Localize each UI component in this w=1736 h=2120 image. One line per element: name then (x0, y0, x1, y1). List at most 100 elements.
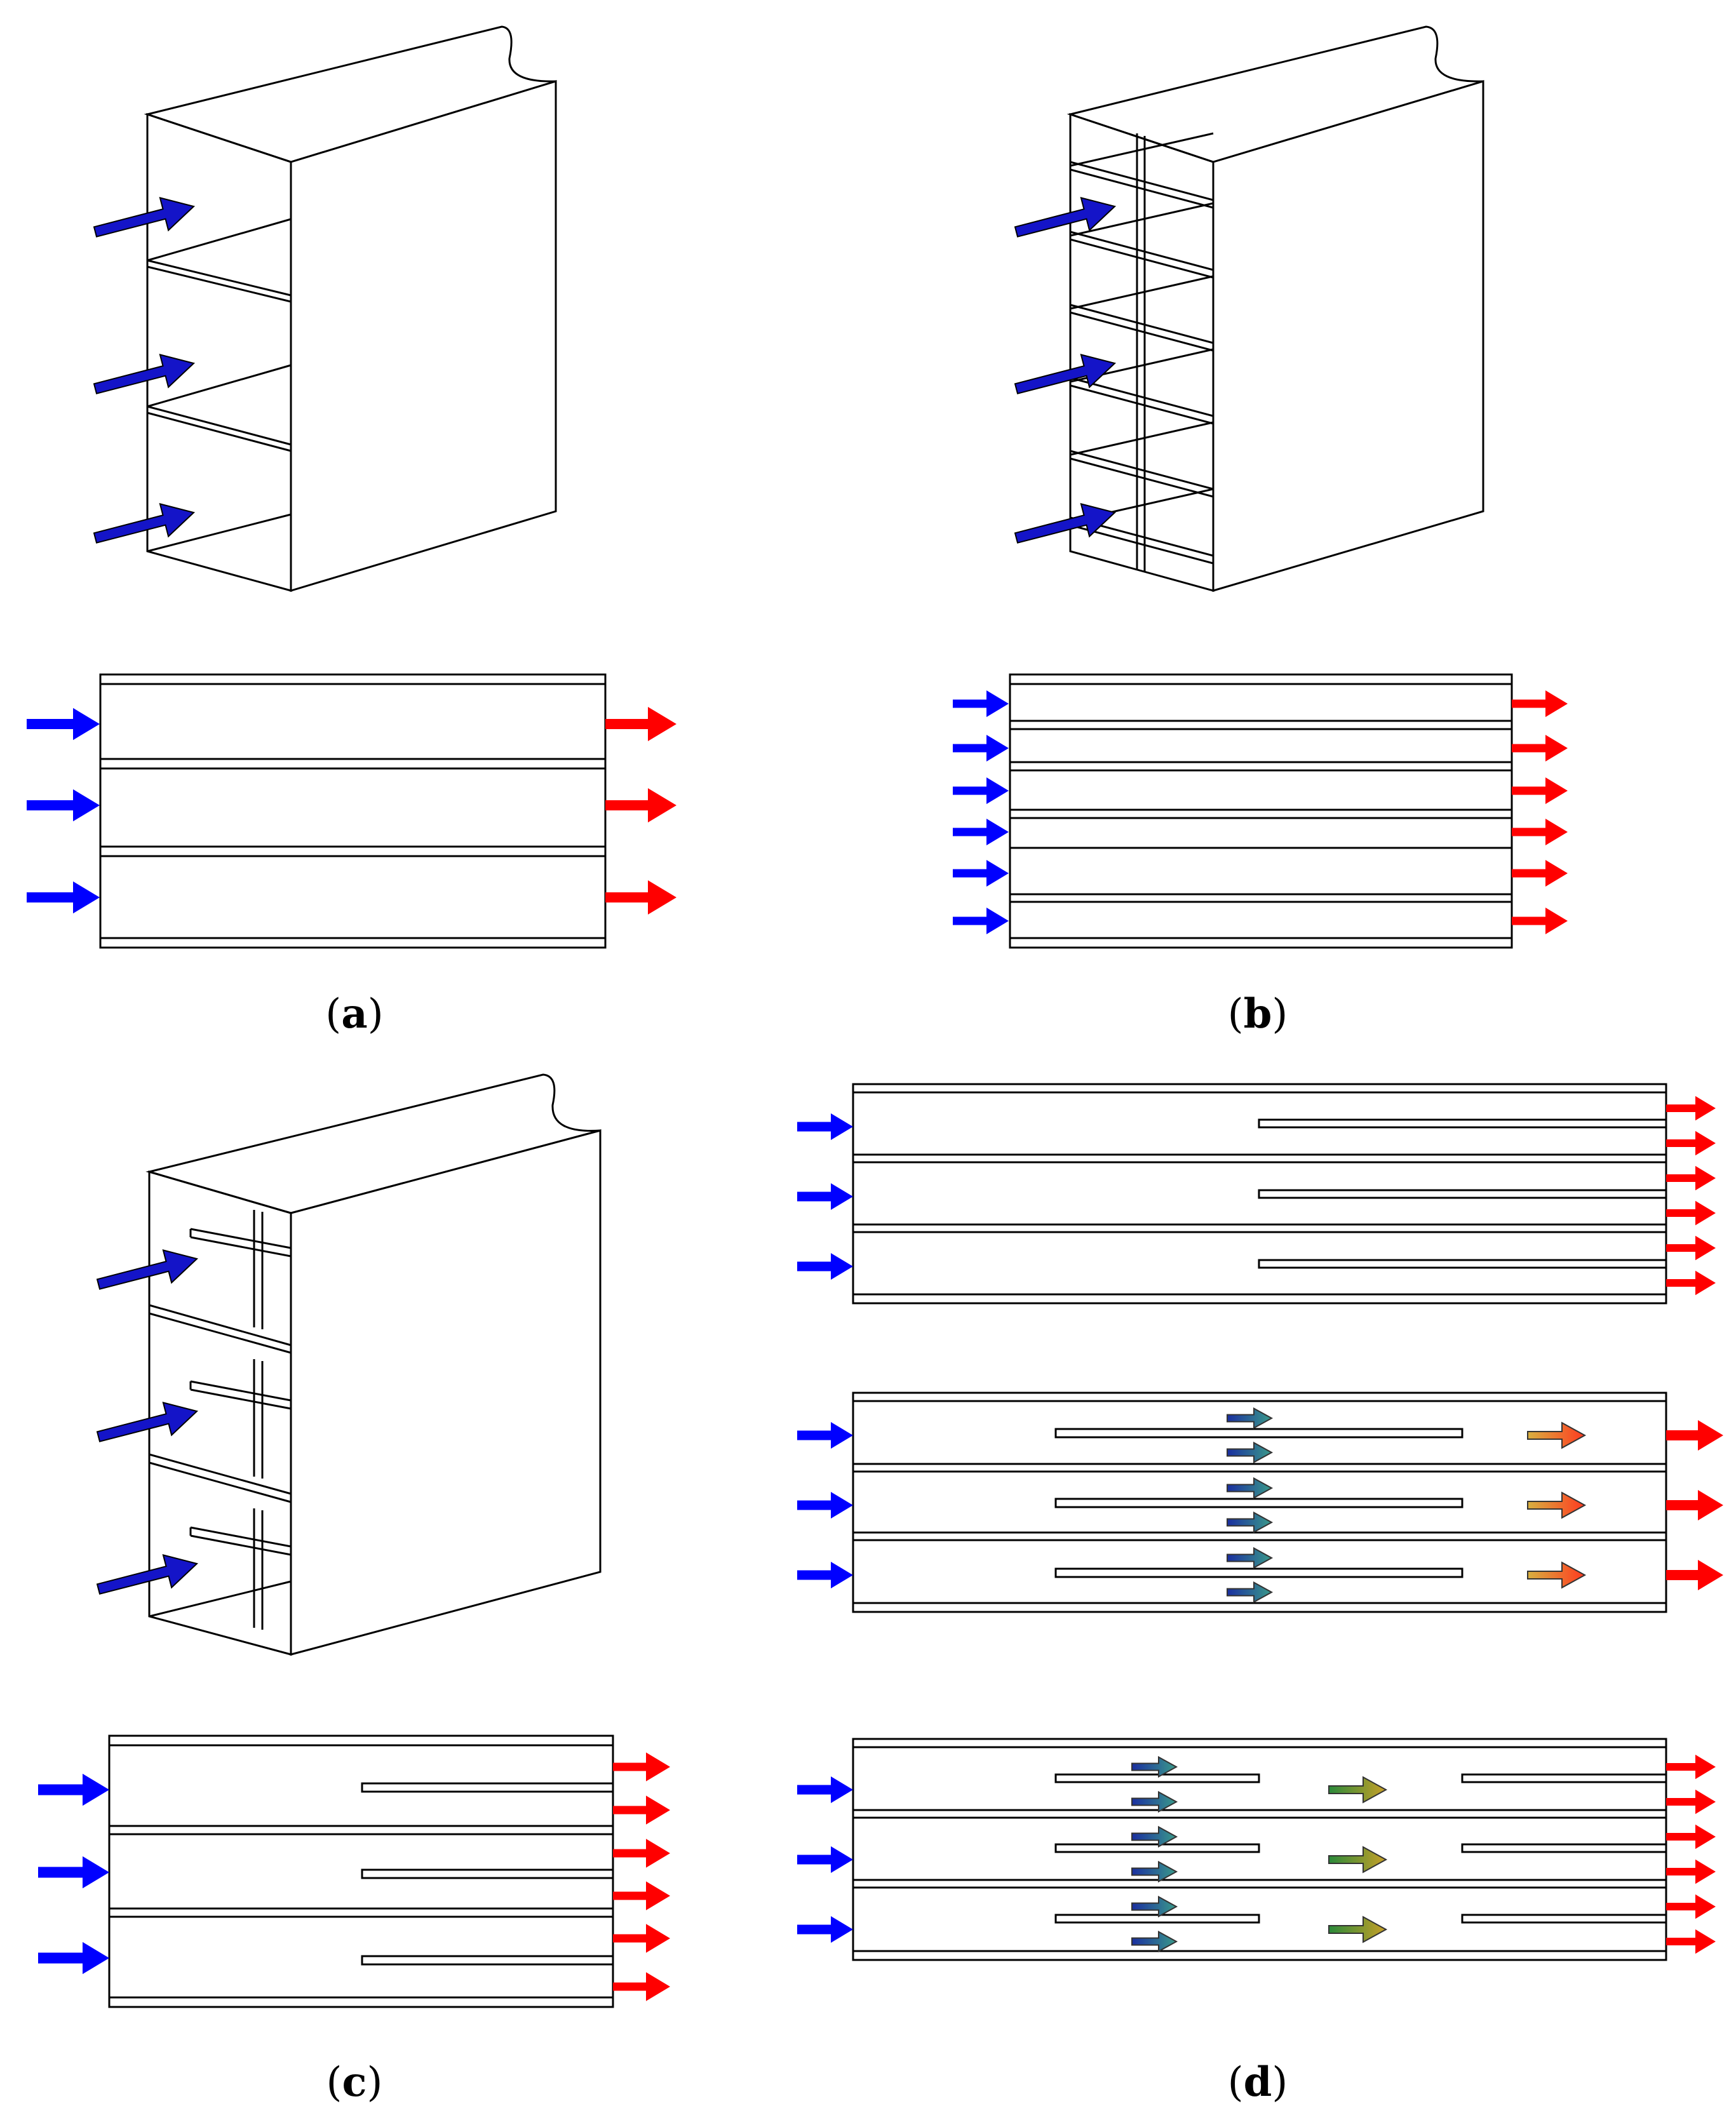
inlet-arrow-4 (953, 819, 1009, 845)
d3-inlet-arrow-3 (797, 1916, 853, 1943)
panel-b-3d-inlet-arrows (1014, 197, 1117, 544)
plate-front-2 (1070, 231, 1214, 271)
d3-mid2-arrow-2 (1328, 1846, 1388, 1874)
d2-mid-arrow-1 (1227, 1407, 1274, 1430)
d3-outlet-arrow-6 (1666, 1929, 1716, 1954)
panel-a-2d-section (99, 673, 607, 949)
d2-inlet-arrow-3 (797, 1562, 853, 1588)
panel-c-3d-duct (145, 1073, 602, 1656)
d2-inlet-arrow-1 (797, 1422, 853, 1449)
d1-outlet-arrow-4 (1666, 1200, 1716, 1226)
d2-outlet-arrow-2 (1666, 1490, 1723, 1520)
d2-late-arrow-1 (1527, 1421, 1587, 1449)
d2-mid-arrow-2 (1227, 1441, 1274, 1464)
d2-outlet-arrow-3 (1666, 1560, 1723, 1590)
d3-outlet-arrow-1 (1666, 1754, 1716, 1780)
inlet-arrow-2 (27, 789, 100, 822)
outlet-arrow-3 (613, 1839, 670, 1868)
inlet-arrow-3 (953, 777, 1009, 804)
d3-outlet-arrow-4 (1666, 1859, 1716, 1884)
plate-back-2 (1070, 238, 1214, 279)
outlet-arrow-5 (1512, 860, 1568, 887)
panel-d-variant-1 (852, 1083, 1667, 1305)
panel-b-2d-section (1009, 673, 1513, 949)
inlet-arrow-5 (953, 860, 1009, 887)
d1-outlet-arrow-5 (1666, 1235, 1716, 1261)
d3-mid-arrow-6 (1131, 1930, 1178, 1953)
inlet-arrow-6 (953, 908, 1009, 934)
inlet-arrow-3d-3 (1014, 503, 1117, 544)
d1-outlet-arrow-1 (1666, 1096, 1716, 1121)
d1-inlet-arrow-1 (797, 1113, 853, 1140)
plate-top-1 (1070, 132, 1214, 167)
panel-c-2d-arrows (38, 1752, 670, 2001)
d3-mid2-arrow-1 (1328, 1776, 1388, 1804)
plate-front-1 (1070, 161, 1214, 201)
d1-inlet-arrow-3 (797, 1253, 853, 1280)
plate-back-3 (1070, 311, 1214, 352)
inlet-arrow-3d-1 (93, 197, 196, 238)
d1-outlet-arrow-6 (1666, 1270, 1716, 1296)
inlet-arrow-2 (38, 1856, 109, 1889)
plate-back-4 (1070, 384, 1214, 425)
panel-d-variant-3 (852, 1738, 1667, 1961)
outlet-arrow-4 (1512, 819, 1568, 845)
inlet-arrow-3d-3 (96, 1554, 199, 1595)
d3-mid-arrow-3 (1131, 1825, 1178, 1848)
plate-top-2 (1070, 202, 1214, 237)
inlet-arrow-3 (27, 881, 100, 914)
plate-top-5 (1070, 421, 1214, 456)
outlet-arrow-6 (1512, 908, 1568, 934)
panel-d-variant-2 (852, 1392, 1667, 1613)
d2-outlet-arrow-1 (1666, 1420, 1723, 1451)
plate-back-5 (1070, 457, 1214, 498)
plate-front-4 (1070, 377, 1214, 417)
d3-mid-arrow-5 (1131, 1895, 1178, 1918)
inlet-arrow-3d-1 (1014, 197, 1117, 238)
caption-c: (c) (326, 2058, 383, 2106)
d2-late-arrow-3 (1527, 1561, 1587, 1589)
caption-a: (a) (325, 990, 383, 1038)
outlet-arrow-1 (605, 707, 676, 741)
panel-b-2d-arrows (953, 690, 1568, 934)
d3-inlet-arrow-2 (797, 1846, 853, 1873)
plate-back-1 (1070, 168, 1214, 209)
d2-mid-arrow-4 (1227, 1511, 1274, 1534)
outlet-arrow-4 (613, 1881, 670, 1910)
d3-outlet-arrow-5 (1666, 1894, 1716, 1919)
d3-outlet-arrow-3 (1666, 1824, 1716, 1849)
d2-mid-arrow-6 (1227, 1581, 1274, 1604)
d2-mid-arrow-5 (1227, 1546, 1274, 1569)
panel-c-2d-section (108, 1734, 614, 2008)
d3-outlet-arrow-2 (1666, 1789, 1716, 1815)
inlet-arrow-2 (953, 735, 1009, 761)
outlet-arrow-5 (613, 1924, 670, 1953)
d1-outlet-arrow-3 (1666, 1165, 1716, 1191)
d2-inlet-arrow-2 (797, 1492, 853, 1519)
caption-b: (b) (1228, 990, 1288, 1038)
inlet-arrow-1 (27, 708, 100, 741)
inlet-arrow-3d-2 (96, 1402, 199, 1442)
outlet-arrow-1 (613, 1752, 670, 1781)
d1-inlet-arrow-2 (797, 1183, 853, 1210)
panel-a-3d-inlet-arrows (93, 197, 196, 544)
outlet-arrow-3 (1512, 777, 1568, 804)
inlet-arrow-3 (38, 1942, 109, 1975)
d3-mid-arrow-4 (1131, 1860, 1178, 1883)
panel-c-3d-inlet-arrows (96, 1249, 199, 1595)
outlet-arrow-2 (613, 1795, 670, 1825)
plate-front-5 (1070, 450, 1214, 490)
outlet-arrow-6 (613, 1972, 670, 2001)
outlet-arrow-2 (1512, 735, 1568, 761)
outlet-arrow-2 (605, 788, 676, 822)
d1-outlet-arrow-2 (1666, 1130, 1716, 1156)
d2-late-arrow-2 (1527, 1491, 1587, 1519)
caption-d: (d) (1228, 2058, 1288, 2106)
inlet-arrow-3d-2 (93, 354, 196, 394)
outlet-arrow-1 (1512, 690, 1568, 717)
panel-b-3d-duct (1066, 25, 1484, 593)
panel-d-arrows (797, 1096, 1723, 1954)
d2-mid-arrow-3 (1227, 1477, 1274, 1499)
d3-mid-arrow-1 (1131, 1755, 1178, 1778)
